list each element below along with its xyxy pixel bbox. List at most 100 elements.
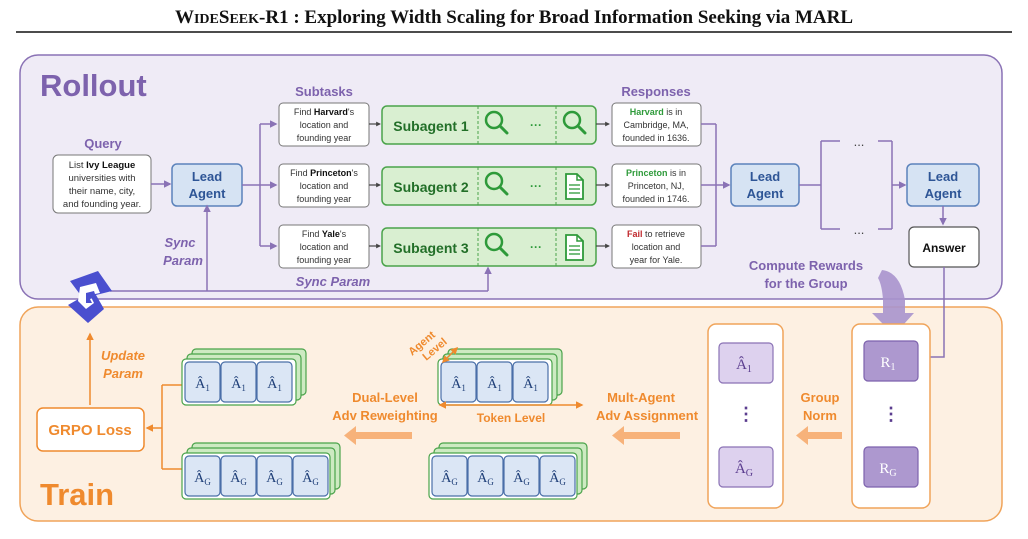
svg-text:location and: location and [300, 181, 349, 191]
subagent-2-label: Subagent 2 [393, 179, 469, 195]
svg-text:Lead: Lead [928, 169, 958, 184]
subtask-2: Find Princeton's location and founding y… [278, 163, 370, 208]
advantage-tile [292, 455, 329, 497]
sync-param-label-1: Sync [164, 235, 196, 250]
subagent-3-label: Subagent 3 [393, 240, 469, 256]
dual-level-label-2: Adv Reweighting [332, 408, 438, 423]
compute-rewards-label-2: for the Group [764, 276, 847, 291]
multi-agent-arrow [612, 426, 680, 445]
query-text: List Ivy League universities with their … [63, 160, 141, 210]
svg-text:···: ··· [530, 179, 542, 193]
svg-text:founding year: founding year [297, 255, 352, 265]
update-param-label: Update [101, 348, 145, 363]
advantage-tile-label: Â1 [231, 375, 246, 393]
subtask-3: Find Yale's location and founding year [278, 224, 370, 269]
subagent-row-2: Subagent 2 ··· [381, 166, 597, 206]
subagent-row-1: Subagent 1 ··· [381, 105, 597, 145]
search-icon [484, 232, 509, 257]
subagent-1-label: Subagent 1 [393, 118, 469, 134]
advantage-stack-a1-left: Â1 Â1 Â1 [181, 348, 307, 406]
advantage-tile [220, 361, 257, 403]
advantage-g-tile: ÂG [718, 446, 774, 488]
advantage-tile-label: Â1 [451, 375, 466, 393]
advantage-tile [431, 455, 468, 497]
svg-text:Fail to retrieve: Fail to retrieve [627, 229, 685, 239]
advantage-tile [467, 455, 504, 497]
svg-text:Lead: Lead [192, 169, 222, 184]
svg-text:Find Yale's: Find Yale's [302, 229, 347, 239]
advantage-tile-label: Â1 [195, 375, 210, 393]
advantage-tile [184, 361, 221, 403]
svg-text:Agent: Agent [925, 186, 963, 201]
svg-text:Answer: Answer [922, 241, 966, 255]
svg-text:...: ... [854, 222, 865, 237]
advantage-tile [184, 455, 221, 497]
advantage-tile [539, 455, 576, 497]
advantage-tile [503, 455, 540, 497]
svg-text:founding year: founding year [297, 194, 352, 204]
svg-text:their name, city,: their name, city, [69, 186, 135, 197]
advantage-tile [256, 361, 293, 403]
advantage-tile-label: ÂG [266, 469, 283, 487]
advantage-tile [256, 455, 293, 497]
advantage-tile-label: Â1 [523, 375, 538, 393]
advantage-tile-label: ÂG [549, 469, 566, 487]
dual-level-label: Dual-Level [352, 390, 418, 405]
dual-level-arrow [344, 426, 412, 445]
multi-agent-label: Mult-Agent [607, 390, 676, 405]
update-param-label-2: Param [103, 366, 143, 381]
advantage-tile-label: ÂG [513, 469, 530, 487]
token-level-label: Token Level [477, 411, 545, 425]
svg-text:year for Yale.: year for Yale. [630, 255, 683, 265]
svg-text:location and: location and [300, 120, 349, 130]
search-icon [562, 110, 587, 135]
svg-text:Harvard is in: Harvard is in [630, 107, 683, 117]
svg-text:⋮: ⋮ [737, 404, 755, 424]
advantage-tile-label: Â1 [487, 375, 502, 393]
reward-1-tile: R1 [863, 340, 919, 382]
advantage-1-tile: Â1 [718, 342, 774, 384]
advantage-tile-label: ÂG [477, 469, 494, 487]
responses-label: Responses [621, 84, 690, 99]
svg-text:Princeton is in: Princeton is in [626, 168, 686, 178]
sync-param-label-1b: Param [163, 253, 203, 268]
svg-text:GRPO Loss: GRPO Loss [48, 422, 131, 439]
document-icon [565, 234, 584, 261]
svg-text:Lead: Lead [750, 169, 780, 184]
group-norm-arrow [796, 426, 842, 445]
svg-text:R1: R1 [880, 355, 895, 373]
subtask-1: Find Harvard's location and founding yea… [278, 102, 370, 147]
search-icon [484, 110, 509, 135]
reward-flow-arrow [872, 270, 914, 335]
svg-text:···: ··· [530, 118, 542, 132]
svg-text:Princeton, NJ,: Princeton, NJ, [628, 181, 685, 191]
svg-text:⋮: ⋮ [882, 404, 900, 424]
grpo-loss-box [36, 407, 145, 452]
svg-text:founded in 1746.: founded in 1746. [622, 194, 689, 204]
sync-param-label-2: Sync Param [296, 274, 371, 289]
svg-text:location and: location and [632, 242, 681, 252]
svg-text:Cambridge, MA,: Cambridge, MA, [623, 120, 688, 130]
svg-text:List Ivy League: List Ivy League [69, 160, 136, 171]
group-norm-label-2: Norm [803, 408, 837, 423]
svg-text:Â1: Â1 [736, 356, 752, 375]
svg-text:and founding year.: and founding year. [63, 199, 141, 210]
search-icon [484, 171, 509, 196]
query-label: Query [84, 136, 122, 151]
svg-text:...: ... [854, 134, 865, 149]
document-icon [565, 173, 584, 200]
svg-text:Agent: Agent [189, 186, 227, 201]
subtasks-label: Subtasks [295, 84, 353, 99]
advantage-tile-label: ÂG [230, 469, 247, 487]
figure-title: WIDESEEK-R1 : Exploring Width Scaling fo… [175, 7, 853, 28]
svg-text:···: ··· [530, 240, 542, 254]
reward-g-tile: RG [863, 446, 919, 488]
response-2: Princeton is in Princeton, NJ, founded i… [611, 163, 702, 208]
qwen-logo-icon [68, 271, 112, 323]
svg-text:RG: RG [879, 461, 896, 479]
advantage-tile-label: Â1 [267, 375, 282, 393]
svg-text:founded in 1636.: founded in 1636. [622, 133, 689, 143]
